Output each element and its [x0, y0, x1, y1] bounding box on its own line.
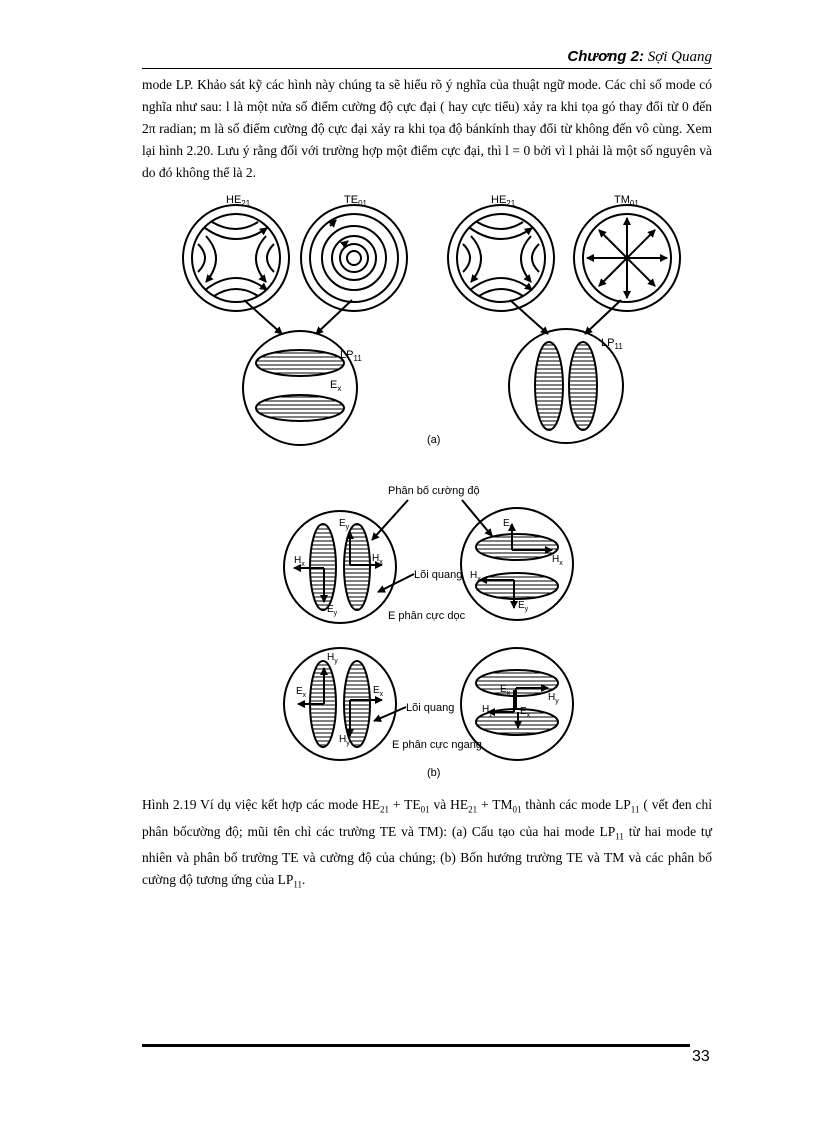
label-ex: Ex [330, 379, 341, 393]
label-lp11-left: LP11 [340, 349, 362, 363]
label-ex-3: Ex [500, 684, 511, 697]
header-chapter: Chương 2: [567, 48, 644, 65]
horizontal-mode-1 [283, 647, 397, 761]
label-a: (a) [427, 434, 440, 446]
te01-mode [300, 204, 408, 312]
label-hy-4: Hy [482, 704, 493, 717]
header-rule [142, 68, 712, 69]
label-hx-2: Hx [372, 553, 383, 566]
label-ex-1: Ex [296, 686, 307, 699]
label-lp11-right: LP11 [601, 337, 623, 351]
he21-mode-right [447, 204, 555, 312]
figure-b: Phân bố cường độ Ey Hx Hx Ey Lõi quang E… [283, 485, 574, 779]
lp11-mode-left [242, 330, 358, 446]
label-tm01: TM01 [614, 194, 639, 208]
header-title: Sợi Quang [647, 49, 712, 65]
label-hy-3: Hy [548, 692, 559, 705]
figure-a: HE21 TE01 LP11 Ex [182, 194, 681, 446]
label-hy-2: Hy [339, 734, 350, 747]
label-he21-left: HE21 [226, 194, 251, 208]
horizontal-mode-2 [460, 647, 574, 761]
label-ey-4: Ey [518, 600, 529, 613]
lp11-mode-right [508, 328, 624, 444]
figure-caption: Hình 2.19 Ví dụ việc kết hợp các mode HE… [142, 797, 713, 891]
label-hx-3: Hx [552, 554, 563, 567]
label-ey-2: Ey [327, 604, 338, 617]
label-e-vertical: E phân cực dọc [388, 610, 466, 622]
label-ex-4: Ex [520, 706, 531, 719]
footer-rule [142, 1044, 690, 1047]
label-ey-1: Ey [339, 518, 350, 531]
page-header: Chương 2: Sợi Quang [567, 48, 712, 66]
page-number: 33 [692, 1048, 710, 1065]
vertical-mode-2 [460, 507, 574, 621]
label-hx-1: Hx [294, 555, 305, 568]
he21-mode-left [182, 204, 290, 312]
label-hx-4: Hx [470, 570, 481, 583]
vertical-mode-1 [283, 510, 397, 624]
label-core-1: Lõi quang [414, 569, 462, 581]
label-core-2: Lõi quang [406, 702, 454, 714]
label-ey-3: Ey [503, 518, 514, 531]
label-b: (b) [427, 767, 440, 779]
label-e-horizontal: E phân cực ngang [392, 739, 482, 751]
label-he21-right: HE21 [491, 194, 516, 208]
label-hy-1: Hy [327, 652, 338, 665]
body-paragraph: mode LP. Khảo sát kỹ các hình này chúng … [142, 77, 712, 180]
label-intensity: Phân bố cường độ [388, 485, 480, 497]
label-ex-2: Ex [373, 685, 384, 698]
label-te01: TE01 [344, 194, 368, 208]
tm01-mode [573, 204, 681, 312]
